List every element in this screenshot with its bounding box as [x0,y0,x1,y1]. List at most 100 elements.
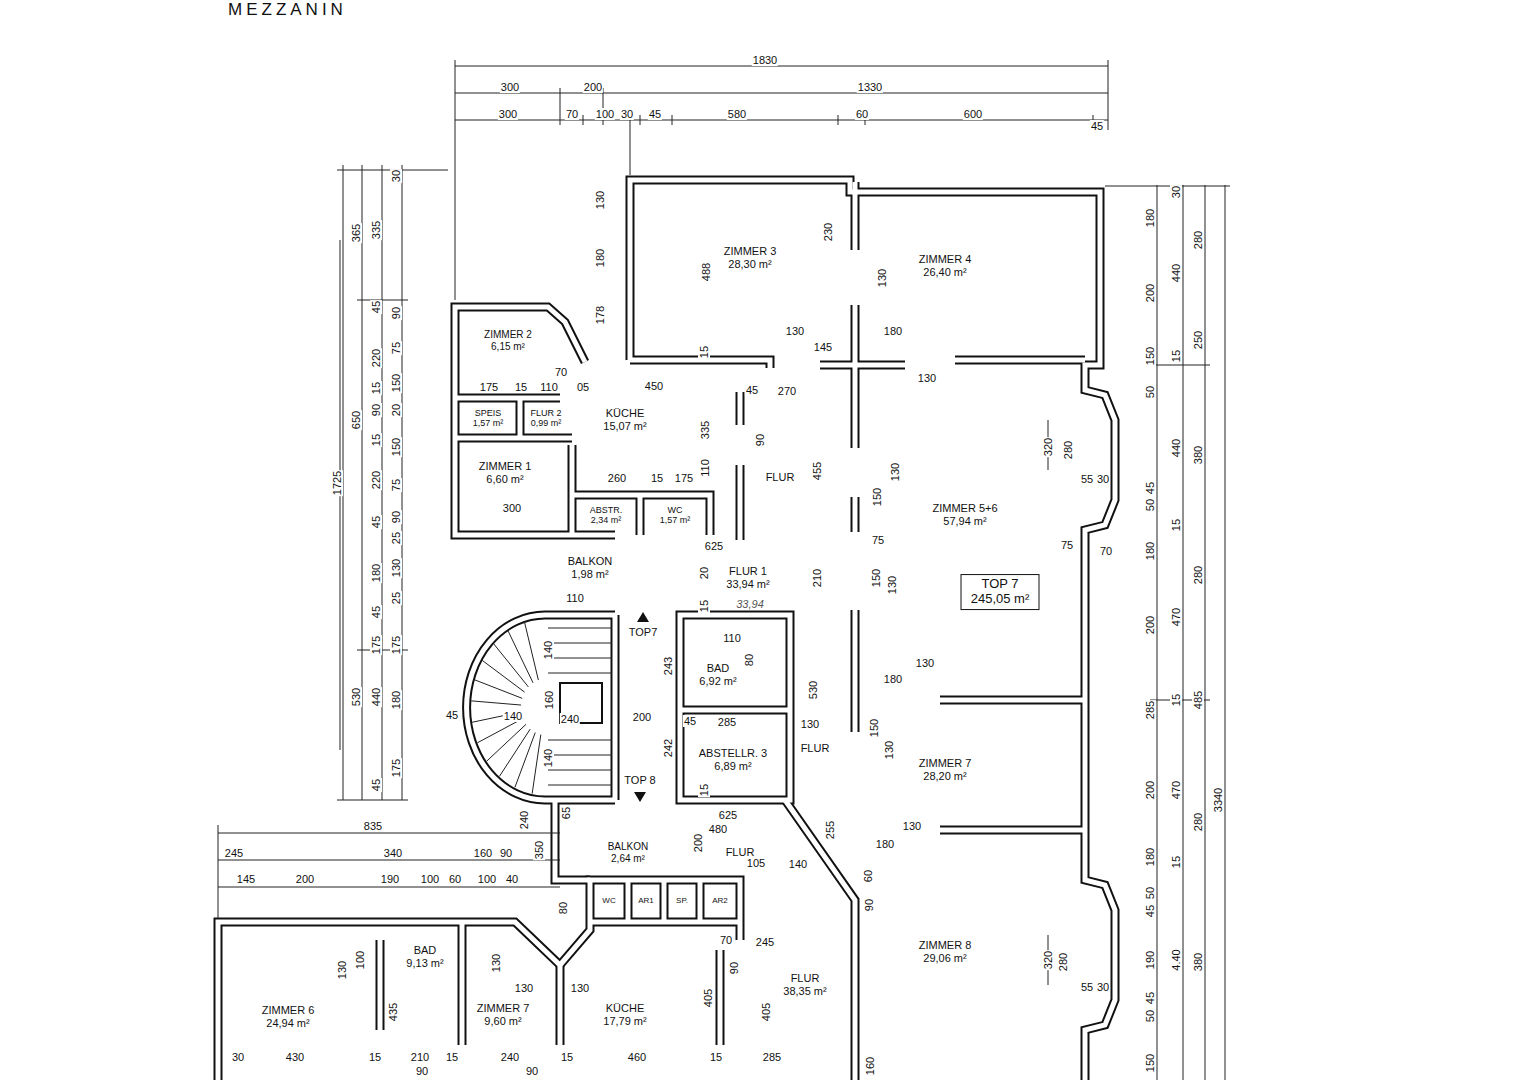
dimension-number: 60 [448,873,462,885]
dimension-number: 335 [699,420,711,440]
room-area: 38,35 m² [782,985,828,998]
dimension-number: 280 [1192,812,1204,832]
dimension-number: 25 [390,591,402,605]
room-label: FLUR38,35 m² [782,972,828,997]
room-name: FLUR [800,742,831,755]
dimension-number: 75 [390,341,402,355]
dimension-number: 130 [883,740,895,760]
dimension-number: 365 [350,223,362,243]
stair-tread [477,718,523,742]
dimension-number: 130 [514,982,534,994]
dimension-number: 130 [336,960,348,980]
stair-tread [548,755,612,756]
dimension-number: 15 [698,599,710,613]
room-name: TOP 7 [970,577,1031,592]
dimension-number: 50 [1144,498,1156,512]
dimension-number: 530 [350,687,362,707]
dimension-number: 130 [886,575,898,595]
dimension-number: 150 [1144,1053,1156,1073]
dimension-number: 240 [560,713,580,725]
dimension-number: 245 [224,847,244,859]
stair-label: TOP 8 [623,774,656,786]
dimension-number: 15 [650,472,664,484]
dimension-number: 285 [717,716,737,728]
room-label: ABSTR.2,34 m² [589,505,624,526]
dimension-number: 480 [708,823,728,835]
dimension-number: 180 [875,838,895,850]
room-name: FLUR [765,471,796,484]
room-area: 9,13 m² [405,957,445,970]
entry-arrow [637,612,649,622]
room-area: 0,99 m² [529,418,563,428]
room-area: 57,94 m² [931,515,999,528]
dimension-number: 350 [533,840,545,860]
stair-tread [548,628,612,629]
dimension-number: 30 [231,1051,245,1063]
dimension-number: 150 [871,487,883,507]
dimension-number: 220 [370,470,382,490]
dimension-number: 55 [1080,981,1094,993]
dimension-number: 130 [800,718,820,730]
dimension-number: 160 [864,1056,876,1076]
dimension-number: 200 [1144,615,1156,635]
stair-treads [471,622,612,793]
dimension-number: 450 [644,380,664,392]
dimension-number: 90 [728,961,740,975]
dimension-number: 15 [698,345,710,359]
dimension-number: 530 [807,680,819,700]
dimension-number: 90 [525,1065,539,1077]
dimension-number: 140 [788,858,808,870]
dimension-number: 110 [539,381,559,393]
dimension-number: 320 [1042,950,1054,970]
dimension-number: 70 [554,366,568,378]
dimension-number: 45 [683,715,697,727]
room-area: 1,98 m² [567,568,614,581]
dimension-number: 15 [698,783,710,797]
stair-tread [515,733,535,788]
dimension-number: 470 [1170,607,1182,627]
dimension-number: 178 [594,305,606,325]
dimension-number: 190 [1144,950,1156,970]
room-area: 6,60 m² [478,473,533,486]
dimension-number: 105 [746,857,766,869]
room-name: FLUR 2 [529,408,563,418]
dimension-number: 280 [1062,440,1074,460]
room-area: 29,06 m² [918,952,973,965]
dimension-number: 30 [390,169,402,183]
dimension-number: 240 [500,1051,520,1063]
dimension-number: 45 [370,300,382,314]
dimension-number: 835 [363,820,383,832]
dimension-number: 210 [410,1051,430,1063]
dimension-line [218,825,560,918]
dimension-number: 200 [583,81,603,93]
dimension-number: 430 [285,1051,305,1063]
dimension-number: 650 [350,410,362,430]
dimension-number: 110 [699,458,711,478]
room-area: 33,94 m² [725,578,771,591]
room-label: BALKON2,64 m² [607,841,650,864]
dimension-number: 405 [702,988,714,1008]
dimension-number: 485 [1192,690,1204,710]
dimension-number: 140 [542,640,554,660]
room-area: 9,60 m² [476,1015,531,1028]
dimension-number: 45 [370,605,382,619]
dimension-number: 30 [1096,473,1110,485]
dimension-number: 1725 [331,470,343,496]
dimension-number: 15 [1170,518,1182,532]
dimension-line [455,66,1108,120]
dimension-number: 180 [883,673,903,685]
room-name: ZIMMER 7 [918,757,973,770]
dimension-number: 90 [370,403,382,417]
dimension-number: 180 [370,563,382,583]
dimension-number: 90 [499,847,513,859]
dimension-number: 100 [420,873,440,885]
dimension-number: 440 [370,687,382,707]
dimension-number: 70 [1099,545,1113,557]
stair-tread [508,631,533,683]
dimension-number: 45 [445,709,459,721]
room-name: ZIMMER 4 [918,253,973,266]
stair-tread [471,701,521,705]
unit-tag: TOP 7245,05 m² [961,574,1040,610]
dimension-number: 625 [718,809,738,821]
dimension-number: 130 [594,190,606,210]
